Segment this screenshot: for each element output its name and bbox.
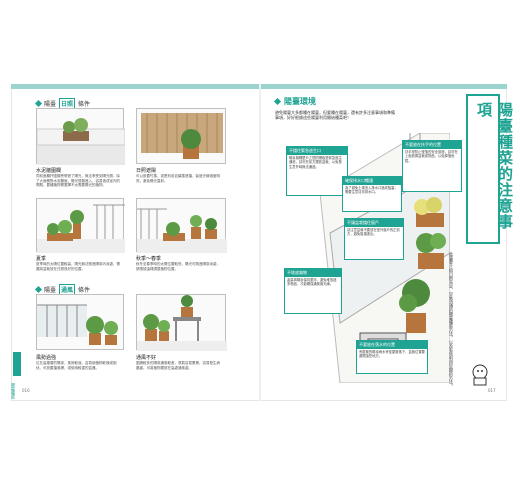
caption-concrete-wall: 水泥牆圍欄 xyxy=(36,168,62,174)
desc-poor-ventilation: 圍牆較多的陽臺通風較差，濕氣容易累積，容易發生病蟲害。可將植物擺放在高處通風處。 xyxy=(136,361,220,370)
top-accent-bar-right xyxy=(261,84,507,89)
desc-concrete-wall: 同前面欄杆圍欄會帶遮了陽光，無法享受到陽光照。除了大面積對水泥欄面，陽光很難進入… xyxy=(36,174,120,188)
note-body: 扶手是防止墜落的安全設施，請勿在上面放置盆栽或物品，以免掉落危險。 xyxy=(405,150,458,163)
page-number-left: 016 xyxy=(22,388,30,393)
side-tab-label: 陽臺種菜 xyxy=(11,383,16,399)
caption-poor-ventilation: 通風不好 xyxy=(136,355,157,361)
note-window: 不讓盆栽擋住窗戶 請注意盆栽不要放在室外窗戶的正前方，避免阻擋進出。 xyxy=(344,218,404,260)
desc-sunshade: 可以設置竹簾，或是利用百葉簾遮擋，製造光線適度明亮，避免陽光直射。 xyxy=(136,174,220,183)
note-body: 盡量將陽臺保持整潔，避免堆放過多物品，才能確保通風與光線。 xyxy=(287,278,337,287)
note-body: 有屋簷的陽臺雨水會從屋簷落下，盆栽位置要避開這些地方。 xyxy=(359,350,425,359)
illustration-autumn-spring xyxy=(136,198,227,253)
note-body: 請注意盆栽不要放在室外窗戶的正前方，避免阻擋進出。 xyxy=(347,228,400,237)
illustration-poor-ventilation xyxy=(136,294,227,351)
desc-autumn-spring: 秋冬至春季時的太陽位置較低，陽光可照進陽臺深處，請根據這樣調整植物位置。 xyxy=(136,262,220,271)
note-title: 確保排水口暢通 xyxy=(343,177,401,185)
illustration-sunshade xyxy=(136,108,226,164)
note-clutter: 不堆放雜物 盡量將陽臺保持整潔，避免堆放過多物品，才能確保通風與光線。 xyxy=(284,268,342,314)
illustration-concrete-wall xyxy=(36,108,126,165)
page-number-right: 017 xyxy=(488,388,496,393)
mascot-icon xyxy=(472,364,488,386)
desc-summer: 夏季時的太陽位置較高，陽光無法照進陽臺內深處，需要將盆栽放在日照良好的位置。 xyxy=(36,262,120,271)
note-handrail: 不要放在扶手的位置 扶手是防止墜落的安全設施，請勿在上面放置盆栽或物品，以免掉落… xyxy=(402,140,462,192)
note-title: 不要放在落水的位置 xyxy=(357,341,427,349)
section-suffix: 條件 xyxy=(78,101,91,108)
illustration-summer xyxy=(36,198,125,253)
note-rain: 不要放在落水的位置 有屋簷的陽臺雨水會從屋簷落下，盆栽位置要避開這些地方。 xyxy=(356,340,428,374)
section-suffix: 條件 xyxy=(78,287,91,294)
diamond-icon xyxy=(34,99,43,108)
note-emergency-exit: 不擋住緊急逃生口 陽臺與隔壁戶之間的隔板是緊急逃生通道，請勿在前方擺放盆栽，以免… xyxy=(286,146,348,196)
note-body: 為了避免土壤流入排水口造成阻塞，需要注意清潔排水口。 xyxy=(345,186,398,195)
note-title: 不讓盆栽擋住窗戶 xyxy=(345,219,403,227)
desc-strong-wind: 位在高樓層的陽臺，風勢較強，容易使植物乾燥或倒伏。可設置擋風網，或使用較重的盆器… xyxy=(36,361,117,370)
caption-autumn-spring: 秋季～春季 xyxy=(136,256,162,262)
caption-summer: 夏季 xyxy=(36,256,47,262)
caption-strong-wind: 風勢過強 xyxy=(36,355,57,361)
vertical-title-box: 陽臺種菜的注意事項 xyxy=(466,94,514,244)
right-section-title: 陽臺環境 xyxy=(273,96,316,107)
page-gutter xyxy=(259,84,261,401)
diamond-icon xyxy=(34,285,43,294)
side-tab-marker xyxy=(13,352,21,376)
vertical-body-text: 此篇要介紹日照充足、空氣流通的陽臺種菜方法，以及有效利用空間的方法。 xyxy=(449,252,454,388)
note-title: 不堆放雜物 xyxy=(285,269,341,277)
right-intro-text: 避免陽臺大多都種在陽臺，但要種在陽臺，還有許多注意事項和準備事項，好好根據這些陽… xyxy=(275,110,395,121)
note-drain: 確保排水口暢通 為了避免土壤流入排水口造成阻塞，需要注意清潔排水口。 xyxy=(342,176,402,212)
caption-sunshade: 日照遮陽 xyxy=(136,168,157,174)
section-prefix: 陽臺 xyxy=(44,101,57,108)
right-title-text: 陽臺環境 xyxy=(284,97,316,106)
note-body: 陽臺與隔壁戶之間的隔板是緊急逃生通道，請勿在前方擺放盆栽，以免發生意外時無法通過… xyxy=(289,156,342,169)
vertical-title-text: 陽臺種菜的注意事項 xyxy=(475,102,514,230)
illustration-strong-wind xyxy=(36,294,124,350)
section-prefix: 陽臺 xyxy=(44,287,57,294)
diamond-icon xyxy=(273,97,282,106)
note-title: 不擋住緊急逃生口 xyxy=(287,147,347,155)
note-title: 不要放在扶手的位置 xyxy=(403,141,461,149)
top-accent-bar-left xyxy=(11,84,259,89)
